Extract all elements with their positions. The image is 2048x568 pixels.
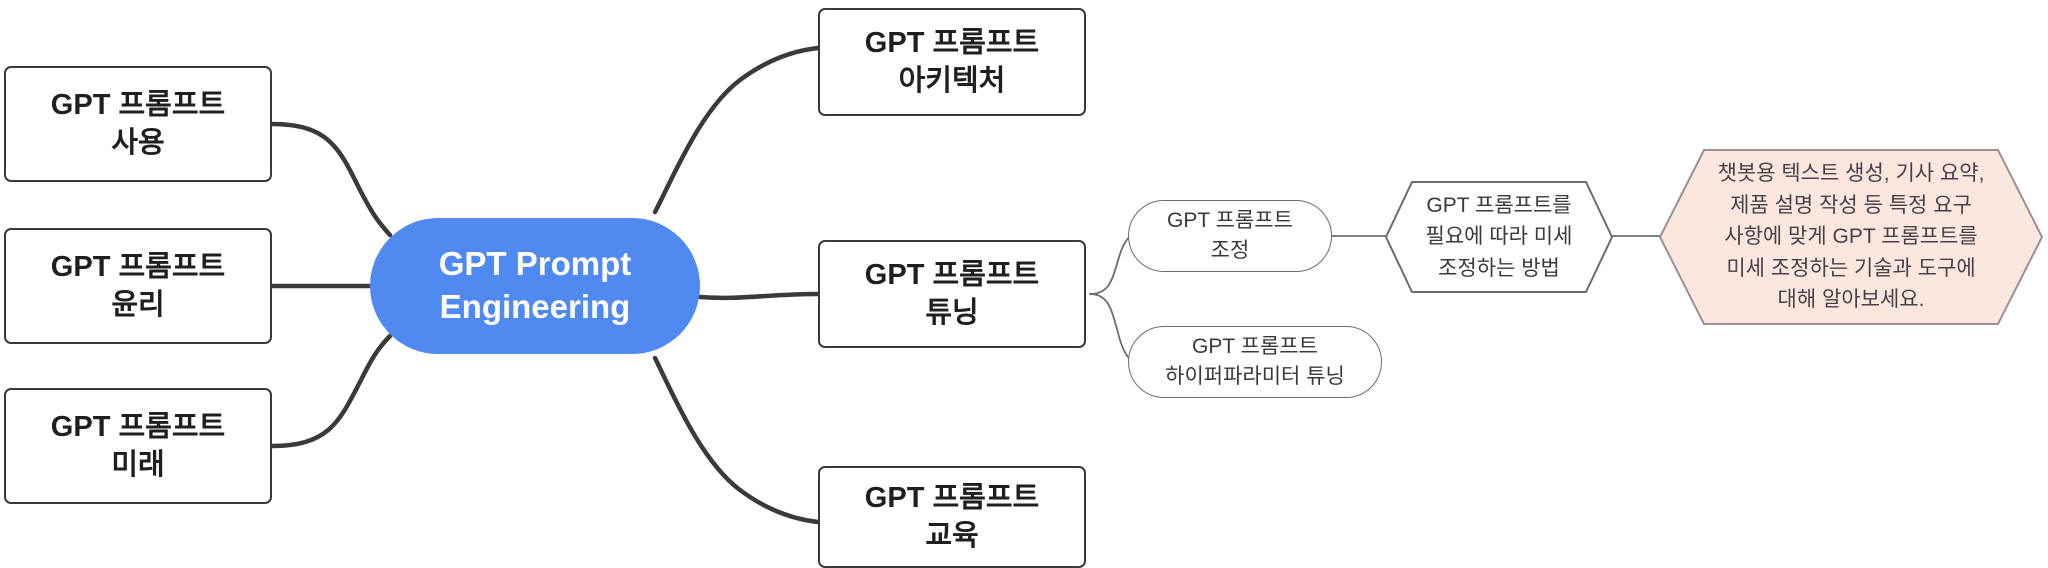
node-label: GPT 프롬프트 사용 bbox=[50, 88, 226, 159]
node-finetune-method[interactable]: GPT 프롬프트를 필요에 따라 미세 조정하는 방법 bbox=[1384, 180, 1614, 294]
node-gpt-prompt-future[interactable]: GPT 프롬프트 미래 bbox=[4, 388, 272, 504]
hexagon-shape bbox=[1658, 149, 2044, 325]
node-gpt-prompt-education[interactable]: GPT 프롬프트 교육 bbox=[818, 466, 1086, 568]
node-label: GPT 프롬프트 미래 bbox=[50, 410, 226, 481]
node-label: GPT 프롬프트 윤리 bbox=[50, 250, 226, 321]
node-label: 챗봇용 텍스트 생성, 기사 요약, 제품 설명 작성 등 특정 요구 사항에 … bbox=[1717, 162, 1985, 312]
edge-use-to-root bbox=[269, 121, 393, 238]
edge-future-to-root bbox=[269, 333, 393, 449]
root-label: GPT Prompt Engineering bbox=[438, 245, 632, 325]
node-finetune-description[interactable]: 챗봇용 텍스트 생성, 기사 요약, 제품 설명 작성 등 특정 요구 사항에 … bbox=[1658, 148, 2044, 326]
node-label: GPT 프롬프트 하이퍼파라미터 튜닝 bbox=[1165, 334, 1345, 388]
node-label: GPT 프롬프트 튜닝 bbox=[864, 258, 1040, 329]
edge-root-to-architecture bbox=[652, 45, 821, 215]
node-gpt-prompt-use[interactable]: GPT 프롬프트 사용 bbox=[4, 66, 272, 182]
edge-root-to-tuning bbox=[697, 291, 821, 301]
node-gpt-prompt-adjust[interactable]: GPT 프롬프트 조정 bbox=[1128, 200, 1332, 272]
node-label: GPT 프롬프트 교육 bbox=[864, 481, 1040, 552]
node-root-gpt-prompt-engineering[interactable]: GPT Prompt Engineering bbox=[370, 218, 700, 354]
node-label: GPT 프롬프트를 필요에 따라 미세 조정하는 방법 bbox=[1425, 193, 1573, 280]
node-label: GPT 프롬프트 조정 bbox=[1167, 208, 1293, 262]
hexagon-shape bbox=[1384, 181, 1614, 293]
node-gpt-prompt-ethics[interactable]: GPT 프롬프트 윤리 bbox=[4, 228, 272, 344]
node-label: GPT 프롬프트 아키텍처 bbox=[864, 26, 1040, 97]
node-gpt-prompt-tuning[interactable]: GPT 프롬프트 튜닝 bbox=[818, 240, 1086, 348]
edge-root-to-education bbox=[652, 355, 821, 525]
node-gpt-prompt-hyperparameter-tuning[interactable]: GPT 프롬프트 하이퍼파라미터 튜닝 bbox=[1128, 326, 1382, 398]
node-gpt-prompt-architecture[interactable]: GPT 프롬프트 아키텍처 bbox=[818, 8, 1086, 116]
